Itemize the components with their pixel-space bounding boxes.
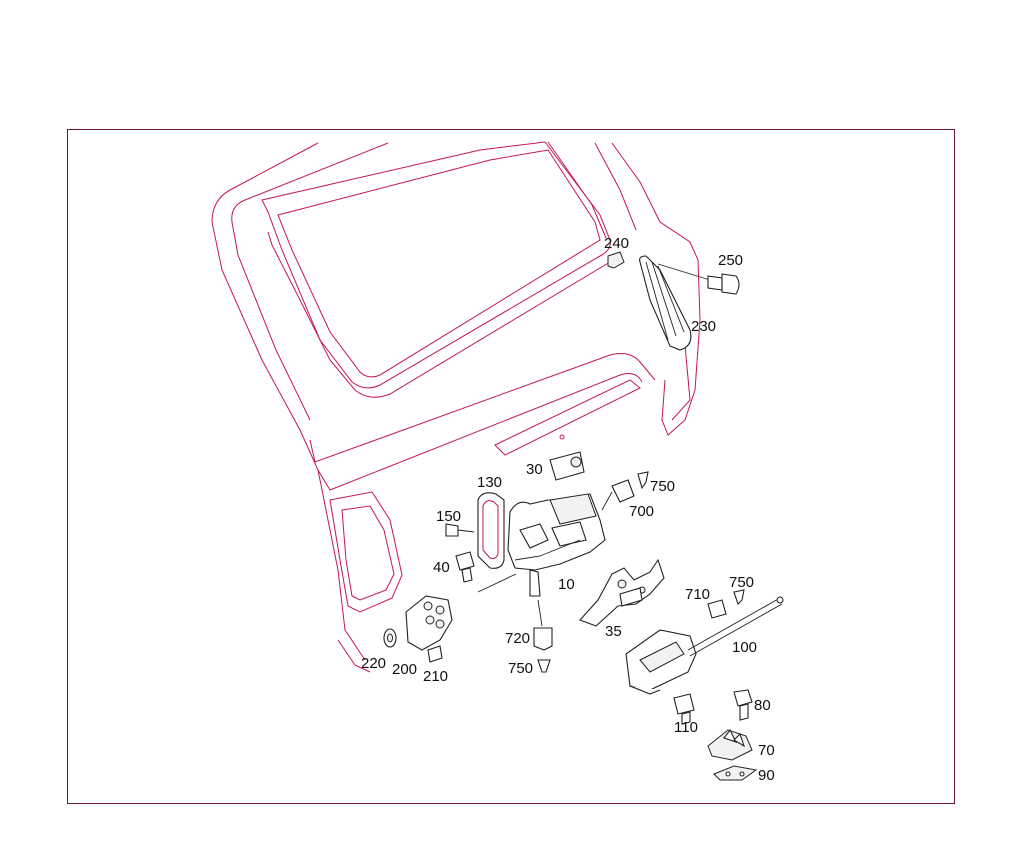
callout-750-upper: 750 [650,478,675,495]
callout-35: 35 [605,623,622,640]
callout-240: 240 [604,235,629,252]
callout-700: 700 [629,503,654,520]
callout-250: 250 [718,252,743,269]
callout-210: 210 [423,668,448,685]
part-720-cap [533,599,553,651]
part-110-bolt [673,693,695,725]
part-240-clip [607,251,625,269]
callout-220: 220 [361,655,386,672]
part-70-bracket [707,728,753,761]
callout-30: 30 [526,461,543,478]
callout-70: 70 [758,742,775,759]
callout-710: 710 [685,586,710,603]
part-700-cap [601,479,635,511]
callout-40: 40 [433,559,450,576]
callout-80: 80 [754,697,771,714]
part-80-bolt [733,689,753,721]
part-710-cap [707,599,727,619]
part-40-bolt [455,551,517,593]
part-150-screw [445,523,475,537]
part-750-plug-a [637,471,649,490]
callout-230: 230 [691,318,716,335]
part-750-plug-b [733,589,745,606]
part-210-bushing [427,645,443,663]
callout-130: 130 [477,474,502,491]
part-220-washer [383,628,397,648]
part-90-plate [713,765,758,781]
callout-200: 200 [392,661,417,678]
callout-labels: 240 250 230 130 30 750 700 150 40 10 710… [361,235,775,784]
part-10-lock-mechanism [507,493,606,597]
part-35-bracket [579,558,665,627]
callout-110: 110 [674,719,698,736]
callout-720: 720 [505,630,530,647]
callout-750-lower: 750 [508,660,533,677]
part-130-handle-trim [477,492,505,569]
part-750-plug-c [537,659,551,673]
tailgate-body-outline [211,141,701,673]
part-230-strut [639,255,692,351]
callout-100: 100 [732,639,757,656]
callout-10: 10 [558,576,575,593]
part-250-bolt [657,263,740,295]
part-200-striker-plate [405,595,453,651]
callout-150: 150 [436,508,461,525]
callout-90: 90 [758,767,775,784]
diagram-frame [67,129,955,804]
callout-750-right: 750 [729,574,754,591]
part-30-switch [549,451,585,481]
part-100-actuator [625,596,784,695]
